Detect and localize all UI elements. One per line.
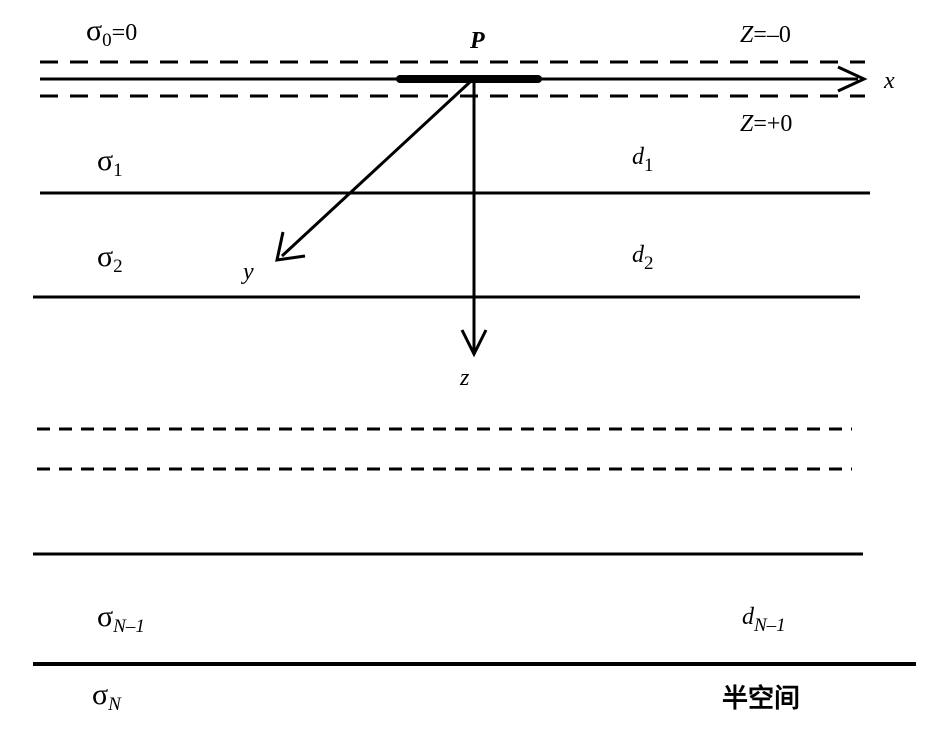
y-axis-label: y [241,259,254,285]
z-minus-label: Z=–0 [740,22,791,48]
point-p-label: P [469,28,485,54]
sigma1-label: σ1 [97,144,123,181]
x-axis-label: x [883,68,895,94]
d1-label: d1 [632,144,654,176]
sigmaN1-label: σN–1 [97,600,145,637]
d2-label: d2 [632,242,654,274]
dN1-label: dN–1 [742,604,786,636]
sigma2-label: σ2 [97,240,123,277]
y-axis [280,80,472,258]
z-axis-label: z [459,365,470,391]
sigma0-label: σ0=0 [86,14,137,51]
half-space-label: 半空间 [722,683,800,714]
sigmaN-label: σN [92,678,122,715]
z-plus-label: Z=+0 [740,111,792,137]
x-axis-arrowhead [837,65,868,93]
y-axis-arrowhead [275,231,306,262]
z-axis-arrowhead [460,329,488,358]
